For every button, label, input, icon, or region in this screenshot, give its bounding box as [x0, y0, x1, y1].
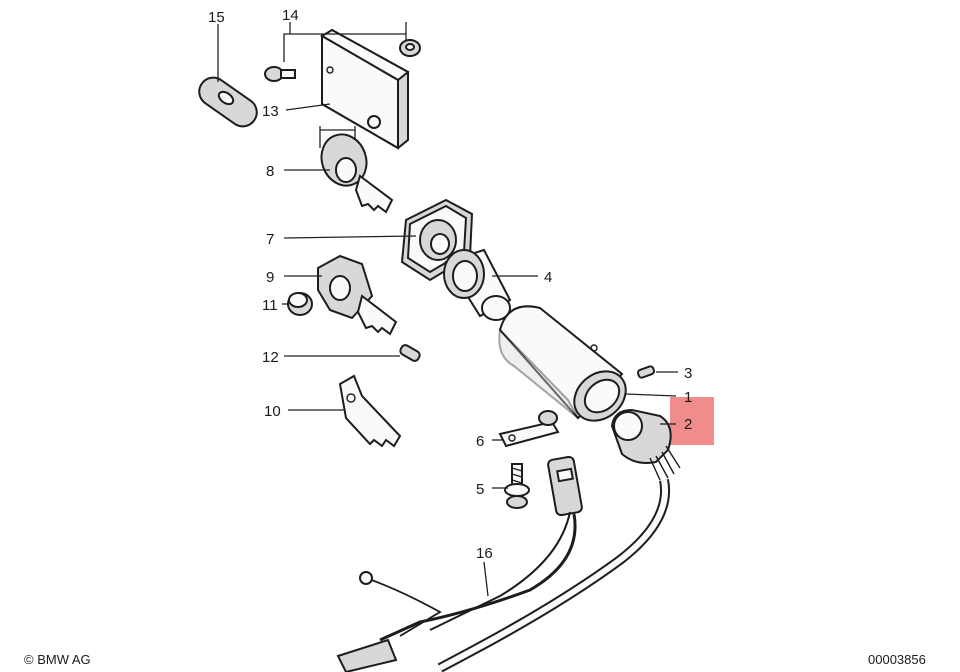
callout-4: 4 [544, 269, 552, 286]
part-7-bezel [400, 198, 474, 282]
part-11-cap [287, 292, 313, 316]
callout-2: 2 [684, 416, 692, 433]
part-12-pin [399, 344, 421, 362]
callout-6: 6 [476, 433, 484, 450]
callout-11: 11 [262, 297, 278, 314]
part-14-screw [264, 66, 296, 82]
part-5-screw [504, 463, 530, 509]
callout-12: 12 [262, 349, 279, 366]
part-8-key [320, 133, 394, 214]
part-14-nut [399, 39, 421, 57]
callout-9: 9 [266, 269, 274, 286]
callout-16: 16 [476, 545, 493, 562]
part-1-lock-housing [498, 305, 627, 422]
callout-3: 3 [684, 365, 692, 382]
callout-14: 14 [282, 7, 299, 24]
part-4-lock-insert [443, 248, 512, 321]
part-6-bracket [498, 410, 560, 448]
callout-7: 7 [266, 231, 274, 248]
diagram-id: 00003856 [868, 652, 926, 667]
callout-5: 5 [476, 481, 484, 498]
callout-1: 1 [684, 389, 692, 406]
part-9-key [317, 254, 398, 336]
part-3-pin [636, 365, 656, 379]
callout-10: 10 [264, 403, 281, 420]
callout-2-highlight [670, 397, 714, 445]
callout-15: 15 [208, 9, 225, 26]
part-13-cover-plate [320, 28, 410, 150]
part-15-pad [198, 76, 258, 128]
callout-13: 13 [262, 103, 279, 120]
callout-8: 8 [266, 163, 274, 180]
part-10-key [338, 374, 402, 448]
part-16-harness [336, 455, 583, 672]
copyright-text: © BMW AG [24, 652, 91, 667]
part-2-switch [610, 408, 681, 481]
